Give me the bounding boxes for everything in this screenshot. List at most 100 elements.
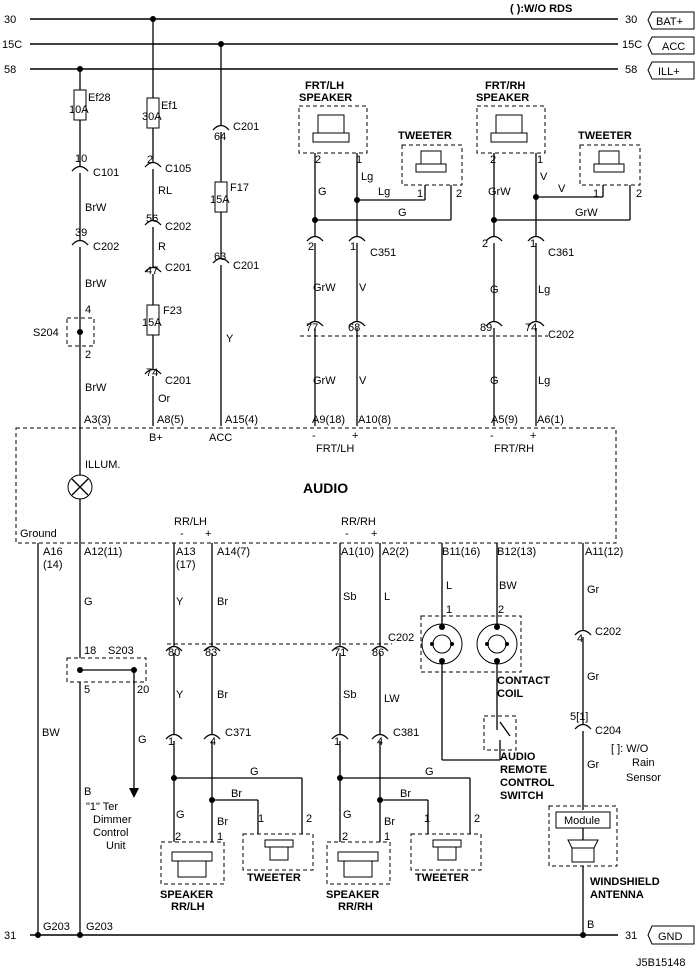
diagram-label: ACC <box>209 432 232 444</box>
diagram-label: Gr <box>587 584 600 596</box>
diagram-label: - <box>312 430 316 442</box>
diagram-label: B <box>587 919 594 931</box>
diagram-label: A11(12) <box>585 546 623 558</box>
diagram-label: 1 <box>530 238 536 250</box>
rr-lh-speaker-box <box>160 841 225 885</box>
diagram-label: V <box>359 282 367 294</box>
contact-coil-title: CONTACT <box>497 675 550 687</box>
diagram-label: 1 <box>334 736 340 748</box>
frt-rh-speaker-title: FRT/RH <box>485 80 525 92</box>
wire-segment <box>306 320 324 327</box>
contact-coil-icon-1 <box>421 623 463 665</box>
c381-label: C381 <box>393 727 419 739</box>
frt-lh-speaker-icon <box>312 114 350 143</box>
diagram-label: ANTENNA <box>590 889 644 901</box>
c201-connector-a <box>212 124 230 131</box>
c201-label-d: C201 <box>233 260 259 272</box>
frt-rh-speaker-title2: SPEAKER <box>476 92 529 104</box>
diagram-label: 4 <box>210 736 216 748</box>
diagram-label: 2 <box>456 188 462 200</box>
wire-segment <box>580 932 586 938</box>
diagram-label: 1 <box>537 154 543 166</box>
diagram-label: 1 <box>424 813 430 825</box>
diagram-label: RR/LH <box>171 901 205 913</box>
tweeter-rr-rh-box <box>410 833 482 871</box>
c204-label: C204 <box>595 725 621 737</box>
wire-segment <box>485 320 503 327</box>
diagram-label: A15(4) <box>225 414 258 426</box>
audio-title: AUDIO <box>303 480 348 496</box>
diagram-label: 4 <box>577 633 583 645</box>
diagram-label: 1 <box>384 831 390 843</box>
diagram-label: Br <box>217 689 228 701</box>
c202-label-front: C202 <box>548 329 574 341</box>
diagram-label: L <box>446 580 452 592</box>
diagram-label: Br <box>217 596 228 608</box>
diagram-label: A16 <box>43 546 63 558</box>
diagram-label: G <box>425 766 434 778</box>
tweeter-frt-rh-title: TWEETER <box>578 130 632 142</box>
diagram-label: 4 <box>85 304 91 316</box>
diagram-label: 2 <box>308 241 314 253</box>
c201-connector-c <box>144 368 162 375</box>
diagram-label: A12(11) <box>84 546 122 558</box>
diagram-label: Sb <box>343 689 356 701</box>
c101-connector <box>71 165 89 172</box>
c101-label: C101 <box>93 167 119 179</box>
diagram-label: RL <box>158 185 172 197</box>
diagram-label: Lg <box>361 171 373 183</box>
c361-label: C361 <box>548 247 574 259</box>
diagram-label: (17) <box>176 559 196 571</box>
diagram-label: 2 <box>636 188 642 200</box>
c202-label-antenna: C202 <box>595 626 621 638</box>
acc-tag <box>647 36 695 55</box>
diagram-label: 2 <box>490 154 496 166</box>
diagram-label: 1 <box>350 241 356 253</box>
diagram-label: 64 <box>214 131 226 143</box>
c361-connector <box>485 235 503 242</box>
c202-label-a: C202 <box>93 241 119 253</box>
diagram-label: - <box>180 528 184 540</box>
ground-pin-label: Ground <box>20 528 57 540</box>
diagram-label: Y <box>226 333 234 345</box>
diagram-label: 1 <box>417 188 423 200</box>
diagram-label: 74 <box>525 322 537 334</box>
remote-switch-icon <box>499 721 511 760</box>
diagram-label: G <box>343 809 352 821</box>
rr-rh-speaker-title: SPEAKER <box>326 889 379 901</box>
tweeter-frt-lh-title: TWEETER <box>398 130 452 142</box>
bus-31-left: 31 <box>4 930 16 942</box>
rds-note: ( ):W/O RDS <box>510 3 572 15</box>
bus-15c-left: 15C <box>2 39 22 51</box>
fuse-ef28-name: Ef28 <box>88 92 111 104</box>
diagram-label: A2(2) <box>382 546 409 558</box>
diagram-label: 1 <box>258 813 264 825</box>
rr-lh-speaker-title: SPEAKER <box>160 889 213 901</box>
tweeter-rr-lh-title: TWEETER <box>247 872 301 884</box>
diagram-label: 68 <box>348 322 360 334</box>
diagram-label: CONTROL <box>500 777 555 789</box>
diagram-label: L <box>384 591 390 603</box>
fuse-f23-rating: 15A <box>142 317 162 329</box>
diagram-label: BrW <box>85 202 107 214</box>
diagram-label: G <box>138 734 147 746</box>
s203-splice <box>66 657 147 683</box>
wire-segment <box>371 733 389 740</box>
diagram-label: 1 <box>217 831 223 843</box>
gnd-label: GND <box>658 931 683 943</box>
diagram-label: Sb <box>343 591 356 603</box>
diagram-code: J5B15148 <box>636 957 686 969</box>
diagram-label: R <box>158 241 166 253</box>
diagram-label: A13 <box>176 546 196 558</box>
c351-connector <box>306 235 324 242</box>
diagram-label: Lg <box>538 284 550 296</box>
frt-rh-speaker-icon <box>490 114 528 143</box>
tweeter-frt-rh-icon <box>593 150 625 173</box>
diagram-label: B11(16) <box>442 546 480 558</box>
diagram-label: COIL <box>497 688 524 700</box>
diagram-label: BW <box>499 580 517 592</box>
diagram-label: 5[1] <box>570 711 588 723</box>
diagram-label: 56 <box>146 213 158 225</box>
diagram-label: 2 <box>474 813 480 825</box>
